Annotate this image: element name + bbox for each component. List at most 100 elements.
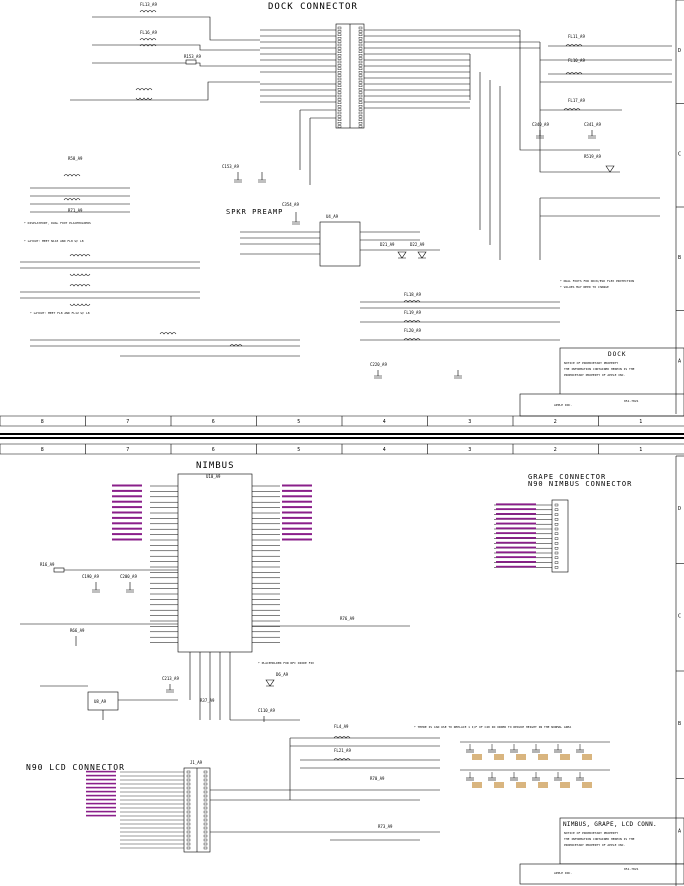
grape-net (496, 537, 536, 539)
dock-pin (337, 101, 342, 105)
svg-text:R58_A9: R58_A9 (68, 156, 83, 161)
dock-pin (358, 121, 363, 125)
common-mode-choke (135, 88, 153, 100)
lcd-pad (186, 798, 191, 802)
svg-text:FL20_A9: FL20_A9 (404, 328, 421, 333)
lcd-pad (203, 802, 208, 806)
dock-pin (358, 57, 363, 60)
filter-fl11: FL11_A9 (565, 34, 585, 47)
svg-text:R66_A9: R66_A9 (70, 628, 85, 633)
caps-c190-c200: C190_A9 C200_A9 (82, 574, 137, 593)
zone-column-label: 4 (383, 419, 386, 425)
grape-pad (554, 537, 559, 540)
svg-text:FL10_A9: FL10_A9 (568, 58, 585, 63)
lcd-pad (186, 774, 191, 778)
dock-pin (358, 37, 363, 40)
dock-pin (337, 98, 342, 101)
dock-pin (337, 125, 342, 128)
cap-value (494, 754, 504, 760)
lcd-connector-j1: J1_A9 (86, 760, 211, 853)
speaker-preamp-title: SPKR PREAMP (226, 208, 283, 216)
svg-text:NOTICE OF PROPRIETARY PROPERTY: NOTICE OF PROPRIETARY PROPERTY (564, 361, 618, 365)
dock-pin (337, 54, 342, 57)
cap-c153: C153_A9 (222, 164, 266, 183)
svg-text:FL19_A9: FL19_A9 (404, 310, 421, 315)
dock-pin (337, 37, 342, 40)
grape-net (496, 513, 536, 515)
zone-column-label: 4 (383, 447, 386, 453)
lcd-pad (203, 782, 208, 786)
dock-pin (337, 70, 342, 74)
lcd-pad (186, 778, 191, 782)
svg-text:FL17_A9: FL17_A9 (568, 98, 585, 103)
grape-title: GRAPE CONNECTOR (528, 473, 606, 481)
lcd-net (86, 810, 116, 813)
filter-fl4: FL4_A9 (289, 724, 440, 800)
filter-fl18: FL18_A9 (360, 292, 560, 309)
page-break (0, 433, 684, 435)
grape-pad (554, 566, 559, 569)
lcd-pad (203, 818, 208, 822)
grape-pad (554, 523, 559, 526)
dock-pin (337, 47, 342, 50)
lcd-net (86, 802, 116, 805)
lcd-pad (186, 802, 191, 806)
filter-fl10: FL10_A9 (565, 58, 585, 75)
dock-pin (337, 26, 342, 30)
svg-text:J1_A9: J1_A9 (190, 760, 203, 765)
dock-pin (358, 101, 363, 105)
cap-value (538, 782, 548, 788)
dock-pin (337, 50, 342, 53)
dock-pin (358, 81, 363, 84)
grape-net (496, 561, 536, 563)
dock-pin (358, 43, 363, 47)
lcd-pad (203, 834, 208, 838)
lcd-pad (203, 822, 208, 826)
diodes-d21-d22: D21_A9 D22_A9 (380, 242, 427, 259)
dock-pin (358, 77, 363, 81)
lcd-pad (203, 778, 208, 782)
svg-text:APPLE INC.: APPLE INC. (554, 871, 572, 875)
lcd-pad (186, 826, 191, 830)
lcd-pad (186, 806, 191, 810)
zone-column-label: 8 (41, 447, 44, 453)
lcd-pad (186, 818, 191, 822)
dock-pin (358, 125, 363, 128)
nimbus-net-right (282, 511, 312, 514)
grape-pad (554, 547, 559, 550)
svg-text:NOTICE OF PROPRIETARY PROPERTY: NOTICE OF PROPRIETARY PROPERTY (564, 831, 618, 835)
lcd-pad (186, 810, 191, 814)
dock-pin (358, 98, 363, 101)
nimbus-net-right (282, 506, 312, 509)
dock-pin (337, 111, 342, 115)
dock-pin (358, 115, 363, 118)
dock-pin (337, 67, 342, 71)
svg-text:C220_A9: C220_A9 (370, 362, 387, 367)
svg-text:C110_A9: C110_A9 (258, 708, 275, 713)
lcd-pad (203, 810, 208, 814)
grape-pad (554, 508, 559, 511)
lcd-pad (203, 846, 208, 850)
zone-row-label: C (678, 613, 681, 619)
cap-value (560, 782, 570, 788)
dock-pin (337, 57, 342, 60)
nimbus-net-left (112, 522, 142, 525)
dock-pin (337, 60, 342, 64)
grape-net (496, 527, 536, 530)
svg-text:THE INFORMATION CONTAINED HERE: THE INFORMATION CONTAINED HEREIN IS THE (564, 837, 635, 841)
zone-column-label: 1 (639, 447, 642, 453)
lcd-pad (186, 834, 191, 838)
filter-fl20: FL20_A9 (360, 328, 560, 341)
dock-pin (358, 118, 363, 122)
lcd-pad (186, 790, 191, 794)
zone-row-label: D (678, 48, 681, 54)
lcd-pad (186, 822, 191, 826)
dock-pin (358, 74, 363, 77)
svg-text:FL13_A9: FL13_A9 (140, 2, 157, 7)
esd-note-1: * DUAL FOOTS FOR DOCK/ESD FLEX PROTECTIO… (560, 279, 634, 283)
note-layout-2: * LAYOUT: MEET FL8 AND FL12 W/ L8 (30, 311, 90, 315)
left-ferrite-rows (20, 254, 200, 306)
filter-fl17: FL17_A9 (563, 98, 585, 111)
lcd-net (86, 774, 116, 777)
